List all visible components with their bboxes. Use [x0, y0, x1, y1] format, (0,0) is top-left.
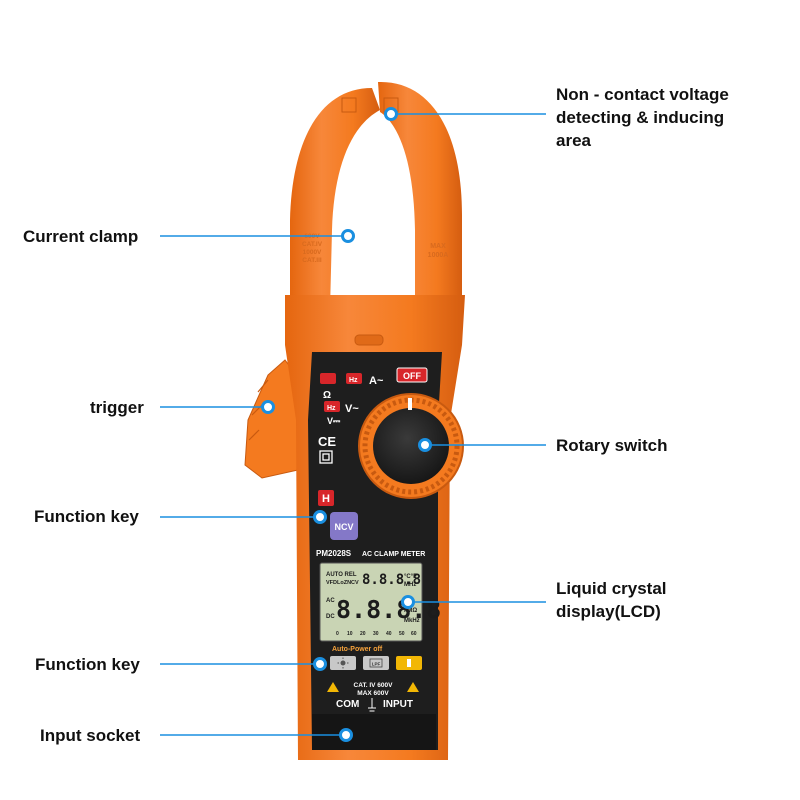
svg-text:Hz: Hz [327, 405, 336, 412]
ground-icon [368, 698, 376, 712]
callout-ncv-line-3: area [556, 131, 591, 150]
model-subtitle: AC CLAMP METER [362, 551, 425, 558]
svg-text:°C°F: °C°F [404, 574, 417, 580]
lcd-display: AUTO REL VFDLoZNCV 8.8.8.8 °C°F MHz AC D… [319, 562, 441, 642]
callout-rotary-switch: Rotary switch [556, 436, 668, 455]
sun-icon [337, 657, 349, 669]
function-keys-lower: LPF [330, 656, 422, 670]
svg-text:CAT.IV: CAT.IV [302, 241, 323, 248]
auto-power-off-label: Auto-Power off [332, 646, 383, 653]
svg-text:CAT.III: CAT.III [302, 257, 322, 264]
marker-input-socket [339, 728, 353, 742]
svg-text:MAX 600V: MAX 600V [357, 690, 389, 697]
lpf-key[interactable] [363, 656, 389, 670]
svg-text:8.8.8.8: 8.8.8.8 [336, 595, 441, 624]
jaw-right-rating: MAX 1000A [428, 243, 449, 259]
svg-text:30: 30 [373, 631, 379, 637]
svg-text:AC: AC [326, 598, 335, 604]
svg-text:60: 60 [411, 631, 417, 637]
com-label: COM [336, 699, 359, 710]
svg-text:CE: CE [318, 434, 336, 449]
callout-ncv-line-1: Non - contact voltage [556, 85, 729, 104]
svg-text:8.8.8.8: 8.8.8.8 [362, 572, 421, 588]
svg-text:40: 40 [386, 631, 392, 637]
rotary-switch[interactable] [358, 393, 464, 499]
callout-ncv-area: Non - contact voltage detecting & induci… [556, 83, 729, 152]
svg-text:1000V: 1000V [303, 249, 322, 256]
svg-text:50: 50 [399, 631, 405, 637]
callout-markers [261, 107, 432, 742]
svg-text:DC: DC [326, 614, 335, 620]
svg-text:Hz: Hz [349, 377, 358, 384]
callout-lcd-line-1: Liquid crystal [556, 579, 667, 598]
dial-labels: Hz A~ Ω Hz V~ V⎓ [320, 373, 384, 426]
callout-input-socket: Input socket [40, 726, 141, 745]
hold-key[interactable] [318, 490, 334, 506]
svg-text:0: 0 [336, 631, 339, 637]
callout-trigger: trigger [90, 398, 144, 417]
svg-text:A~: A~ [369, 375, 384, 387]
svg-text:V~: V~ [345, 403, 359, 415]
off-label: OFF [403, 371, 421, 381]
marker-rotary-switch [418, 438, 432, 452]
svg-text:CAT. IV 600V: CAT. IV 600V [354, 682, 394, 689]
marker-trigger [261, 400, 275, 414]
svg-text:1000A: 1000A [428, 252, 449, 259]
lpf-icon: LPF [369, 658, 383, 668]
ncv-key-label: NCV [334, 522, 353, 532]
hold-key-label: H [322, 493, 330, 505]
callout-function-key-upper: Function key [34, 507, 139, 526]
callout-function-key-lower: Function key [35, 655, 140, 674]
svg-text:AUTO REL: AUTO REL [326, 572, 357, 578]
svg-text:MkHz: MkHz [404, 618, 420, 624]
input-socket[interactable] [312, 714, 436, 750]
svg-text:kMΩ: kMΩ [404, 608, 417, 614]
marker-current-clamp [341, 229, 355, 243]
svg-text:V⎓: V⎓ [327, 416, 341, 426]
flashlight-icon [407, 659, 411, 667]
svg-text:20: 20 [360, 631, 366, 637]
leader-lines [160, 113, 546, 736]
svg-text:LPF: LPF [372, 662, 381, 667]
marker-function-key-lower [313, 657, 327, 671]
certification-marks: CE [318, 434, 336, 464]
svg-text:Ω: Ω [323, 390, 331, 401]
marker-lcd [401, 595, 415, 609]
callout-current-clamp: Current clamp [23, 227, 139, 246]
current-clamp-jaw-right [378, 81, 462, 308]
callout-lcd-line-2: display(LCD) [556, 602, 661, 621]
marker-function-key-upper [313, 510, 327, 524]
marker-ncv [384, 107, 398, 121]
input-rating: CAT. IV 600V MAX 600V [327, 682, 419, 697]
svg-text:MAX: MAX [430, 243, 446, 250]
ncv-key[interactable] [330, 512, 358, 540]
callout-ncv-line-2: detecting & inducing [556, 108, 725, 127]
svg-text:MHz: MHz [404, 582, 416, 588]
callout-lcd: Liquid crystal display(LCD) [556, 577, 667, 623]
model-name: PM2028S [316, 549, 352, 558]
svg-text:VFDLoZNCV: VFDLoZNCV [326, 580, 359, 586]
input-label: INPUT [383, 699, 413, 710]
svg-text:10: 10 [347, 631, 353, 637]
current-clamp-jaw [290, 88, 380, 310]
